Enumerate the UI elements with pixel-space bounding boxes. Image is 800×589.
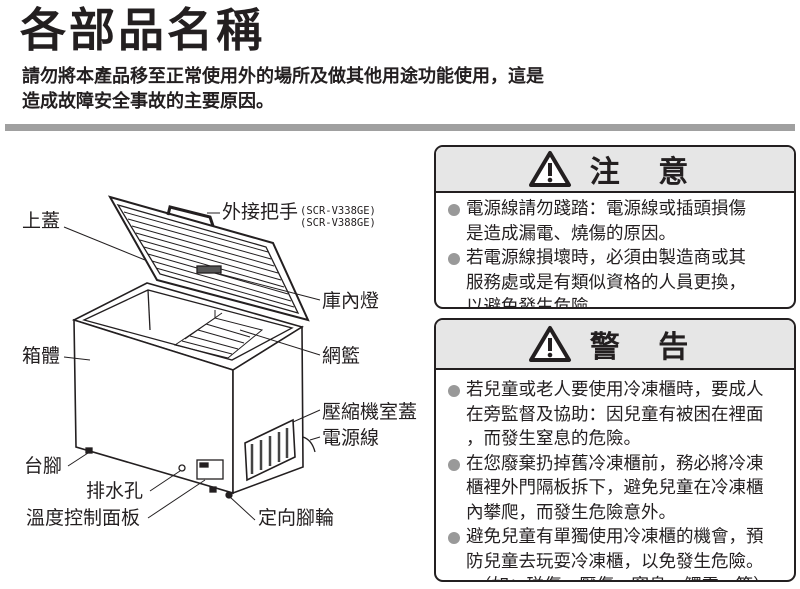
label-handle: 外接把手 [222,201,299,223]
caution-list: 電源線請勿踐踏：電源線或插頭損傷 是造成漏電、燒傷的原因。 若電源線損壞時，必須… [436,193,794,309]
warning-item: 在您廢棄扔掉舊冷凍櫃前，務必將冷凍 [446,452,786,477]
caution-item: 若電源線損壞時，必須由製造商或其 [446,246,786,271]
caution-item-cont: 服務處或是有類似資格的人員更換， [466,272,746,293]
warning-triangle-icon [528,326,571,362]
warning-triangle-icon [528,151,571,187]
power-cord-drawing [302,436,316,453]
warning-item: 若兒童或老人要使用冷凍櫃時，要成人 [446,378,786,403]
interior-light-drawing [196,265,222,274]
warning-item: 避免兒童有單獨使用冷凍櫃的機會，預 [446,525,786,550]
caution-box: 注 意 電源線請勿踐踏：電源線或插頭損傷 是造成漏電、燒傷的原因。 若電源線損壞… [434,145,796,309]
warning-item-cont: 在旁監督及協助：因兒童有被困在裡面 [466,404,764,425]
freezer-diagram [63,195,321,521]
drain-hole-drawing [178,464,186,472]
caution-item-cont: 以避免發生危險。 [466,297,606,309]
foot-drawing [85,447,93,454]
label-foot: 台腳 [24,455,63,477]
label-cabinet: 箱體 [22,345,61,367]
label-caster: 定向腳輪 [258,507,335,529]
label-lid: 上蓋 [22,210,61,232]
label-interior-light: 庫內燈 [322,290,380,312]
warning-title: 警 告 [589,330,703,365]
handle-drawing [166,205,215,227]
label-drain-hole: 排水孔 [86,480,144,502]
intro-line: 造成故障安全事故的主要原因。 [22,91,274,112]
compressor-grille-drawing [244,418,296,482]
warning-item-cont: 櫃裡外門隔板拆下，避免兒童在冷凍櫃 [466,478,764,498]
warning-list: 若兒童或老人要使用冷凍櫃時，要成人 在旁監督及協助：因兒童有被困在裡面 ，而發生… [436,370,794,580]
label-handle-model: (SCR-V338GE) [300,205,376,217]
warning-item-cont: 內攀爬，而發生危險意外。 [466,502,676,523]
caution-title: 注 意 [589,155,703,190]
lid-drawing [107,195,310,322]
intro-line: 請勿將本產品移至正常使用外的場所及做其他用途功能使用，這是 [22,66,544,87]
label-handle-model: (SCR-V388GE) [300,217,376,229]
page-title: 各部品名稱 [20,3,265,57]
temp-panel-drawing [196,459,224,480]
cabinet-drawing [71,282,316,499]
caution-item: 電源線請勿踐踏：電源線或插頭損傷 [446,197,786,222]
intro-text: 請勿將本產品移至正常使用外的場所及做其他用途功能使用，這是 造成故障安全事故的主… [22,64,544,114]
label-compressor-cover: 壓縮機室蓋 [322,401,418,423]
warning-item-cont: ，而發生窒息的危險。 [466,429,641,449]
caution-item-cont: 是造成漏電、燒傷的原因。 [466,223,676,244]
caution-header: 注 意 [436,147,794,193]
label-power-cord: 電源線 [322,427,380,449]
label-temp-panel: 溫度控制面板 [26,507,141,529]
warning-item-cont: （如：碰傷、壓傷、窒息、觸電...等） [446,574,786,580]
divider [5,124,795,131]
basket-drawing [173,310,264,359]
caster-drawing [225,491,233,499]
label-basket: 網籃 [322,345,361,367]
warning-header: 警 告 [436,320,794,370]
warning-box: 警 告 若兒童或老人要使用冷凍櫃時，要成人 在旁監督及協助：因兒童有被困在裡面 … [434,318,796,582]
warning-item-cont: 防兒童去玩耍冷凍櫃，以免發生危險。 [466,551,764,572]
